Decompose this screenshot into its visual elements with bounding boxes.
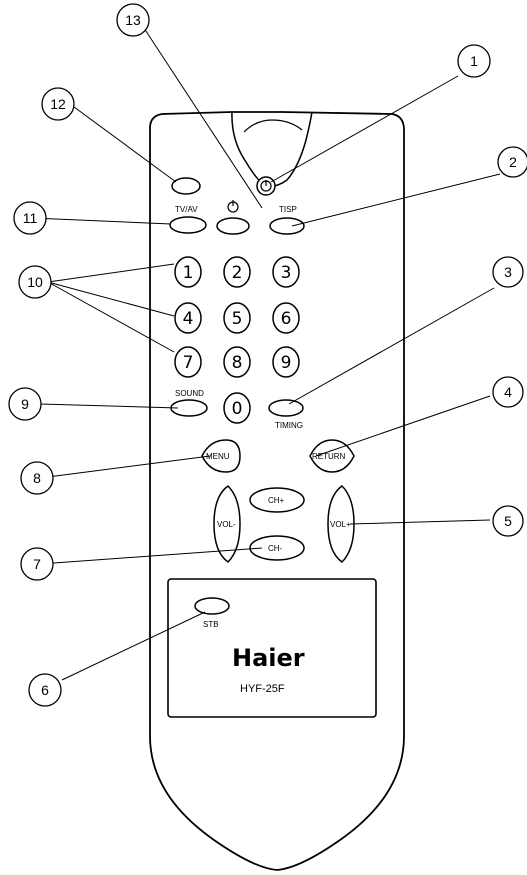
digit-button-5[interactable]: 5 [223, 302, 251, 334]
standby-button[interactable] [216, 217, 250, 235]
ch-up-button[interactable]: CH+ [249, 487, 305, 513]
standby-icon [227, 200, 239, 213]
svg-text:4: 4 [504, 384, 512, 400]
sound-label: SOUND [175, 389, 204, 398]
svg-text:7: 7 [183, 353, 194, 373]
svg-text:VOL-: VOL- [217, 520, 236, 529]
tv-av-button[interactable] [169, 216, 207, 234]
svg-text:0: 0 [232, 399, 243, 419]
callout-10: 10 [18, 265, 52, 299]
digit-button-1[interactable]: 1 [174, 256, 202, 288]
callout-13: 13 [116, 3, 150, 37]
svg-text:8: 8 [33, 470, 41, 486]
svg-text:6: 6 [281, 309, 292, 329]
callout-2: 2 [497, 146, 527, 178]
svg-text:10: 10 [27, 274, 43, 290]
callout-7: 7 [20, 547, 54, 581]
svg-text:RETURN: RETURN [312, 452, 346, 461]
svg-text:3: 3 [504, 264, 512, 280]
stb-button[interactable] [194, 597, 230, 615]
digit-button-3[interactable]: 3 [272, 256, 300, 288]
ir-window [231, 111, 313, 188]
callout-9: 9 [8, 387, 42, 421]
svg-text:13: 13 [125, 12, 141, 28]
digit-button-6[interactable]: 6 [272, 302, 300, 334]
svg-text:12: 12 [50, 96, 66, 112]
svg-text:9: 9 [21, 396, 29, 412]
callout-1: 1 [457, 44, 491, 78]
digit-button-8[interactable]: 8 [223, 346, 251, 378]
svg-text:1: 1 [183, 263, 194, 283]
svg-text:2: 2 [509, 154, 517, 170]
svg-text:1: 1 [470, 53, 478, 69]
svg-text:VOL+: VOL+ [330, 520, 351, 529]
ir-window-inner [243, 119, 303, 133]
callout-12: 12 [41, 87, 75, 121]
svg-text:MENU: MENU [206, 452, 230, 461]
svg-text:2: 2 [232, 263, 243, 283]
svg-text:3: 3 [281, 263, 292, 283]
tv-av-label: TV/AV [175, 205, 198, 214]
svg-text:5: 5 [232, 309, 243, 329]
digit-button-0[interactable]: 0 [223, 392, 251, 424]
digit-button-4[interactable]: 4 [174, 302, 202, 334]
svg-text:7: 7 [33, 556, 41, 572]
digit-button-7[interactable]: 7 [174, 346, 202, 378]
svg-text:4: 4 [183, 309, 194, 329]
callout-11: 11 [13, 201, 47, 235]
svg-text:6: 6 [41, 682, 49, 698]
tisp-button[interactable] [269, 217, 305, 235]
svg-text:CH-: CH- [268, 544, 283, 553]
svg-text:8: 8 [232, 353, 243, 373]
digit-button-9[interactable]: 9 [272, 346, 300, 378]
tisp-label: TISP [279, 205, 297, 214]
callout-4: 4 [492, 376, 524, 408]
svg-text:5: 5 [504, 513, 512, 529]
brand-logo: Haier [232, 644, 305, 672]
callout-6: 6 [28, 673, 62, 707]
model-label: HYF-25F [240, 683, 285, 695]
svg-text:11: 11 [23, 210, 38, 226]
recall-button[interactable] [171, 177, 201, 195]
menu-button[interactable]: MENU [201, 439, 241, 473]
digit-button-2[interactable]: 2 [223, 256, 251, 288]
svg-text:CH+: CH+ [268, 496, 285, 505]
power-button[interactable] [256, 176, 276, 196]
return-button[interactable]: RETURN [309, 439, 355, 473]
timing-label: TIMING [275, 421, 303, 430]
stb-label: STB [203, 620, 219, 629]
digit-buttons: 1 2 3 4 5 6 7 8 [174, 256, 300, 424]
svg-text:9: 9 [281, 353, 292, 373]
leader-lines [31, 21, 501, 681]
ch-down-button[interactable]: CH- [249, 535, 305, 561]
callout-3: 3 [492, 256, 524, 288]
callout-8: 8 [20, 461, 54, 495]
timing-button[interactable] [268, 399, 304, 417]
vol-down-button[interactable]: VOL- [213, 485, 241, 563]
callout-5: 5 [492, 505, 524, 537]
